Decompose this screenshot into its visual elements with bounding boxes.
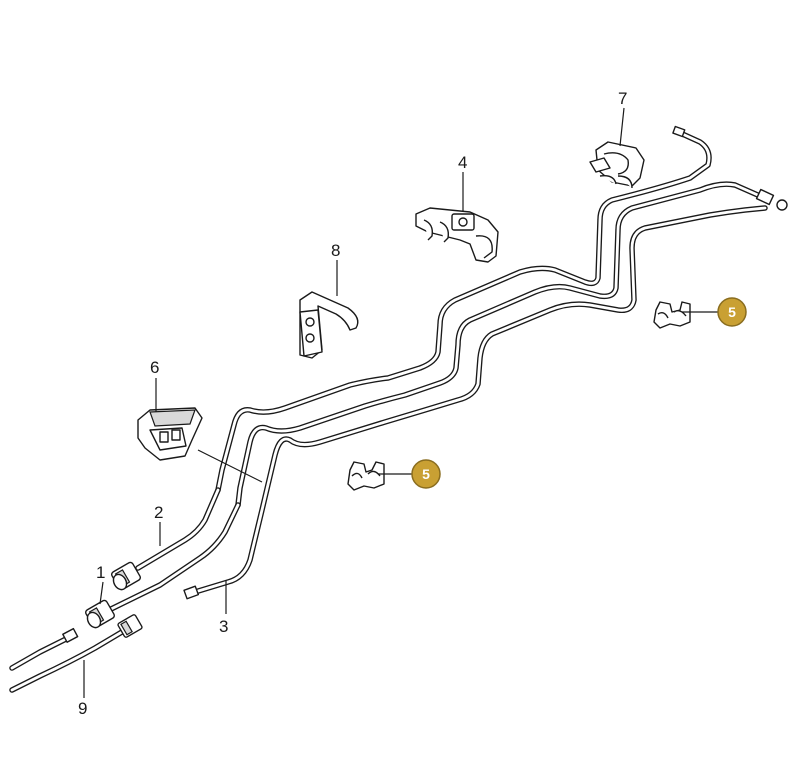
part-5-clip-upper: [653, 301, 691, 329]
callout-7: 7: [618, 89, 627, 108]
callout-4: 4: [458, 153, 467, 172]
callout-3: 3: [219, 617, 228, 636]
part-5-clip-lower: [347, 461, 385, 491]
leader-lines: [83, 107, 718, 698]
badge-5-upper-label: 5: [728, 304, 736, 320]
part-6-bracket: [137, 407, 263, 483]
badge-5-upper[interactable]: 5: [717, 297, 747, 327]
badge-5-lower-label: 5: [422, 466, 430, 482]
callout-6: 6: [150, 358, 159, 377]
callout-1: 1: [96, 563, 105, 582]
part-2-union-nut: [111, 561, 141, 591]
part-1-union-nut: [85, 599, 115, 629]
part-4-clip: [415, 207, 499, 263]
pipe-bundle: [9, 125, 788, 693]
callout-9: 9: [78, 699, 87, 718]
callout-2: 2: [154, 503, 163, 522]
part-9-fitting: [117, 614, 143, 638]
badge-5-lower[interactable]: 5: [411, 459, 441, 489]
part-7-clip: [589, 141, 645, 189]
part-8-clip: [299, 291, 359, 359]
callout-8: 8: [331, 241, 340, 260]
